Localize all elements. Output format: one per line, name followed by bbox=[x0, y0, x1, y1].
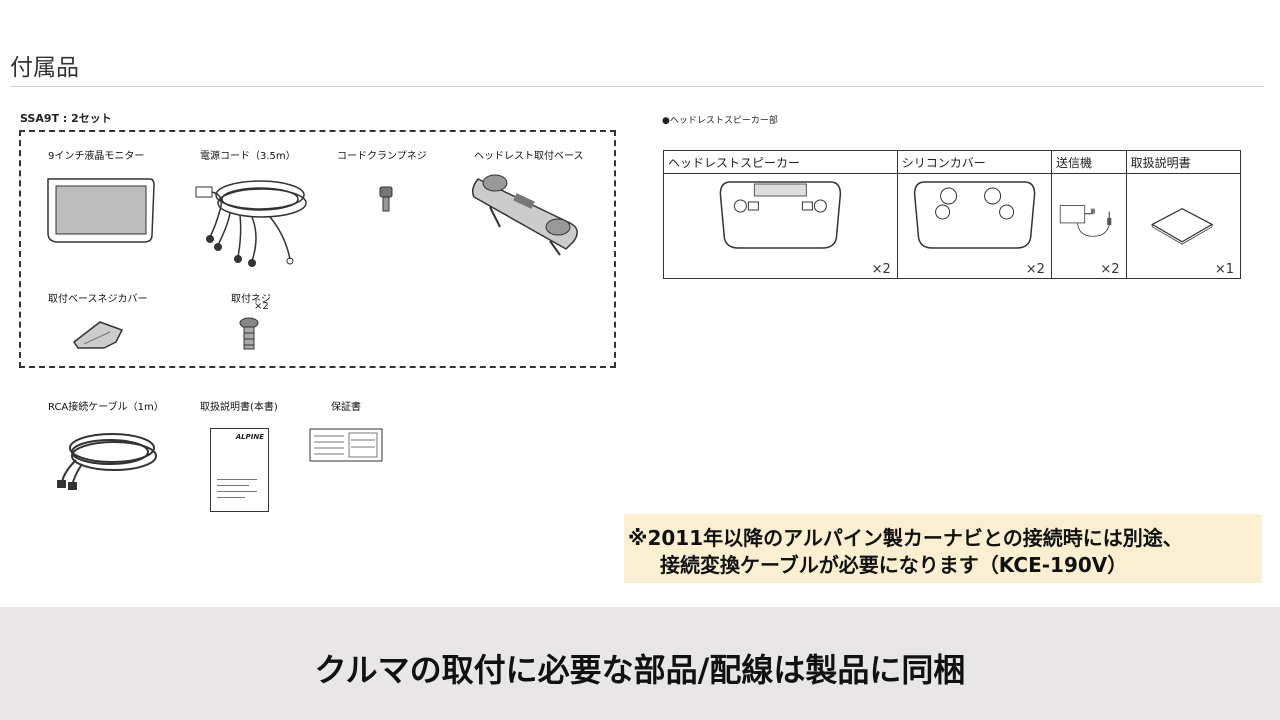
page-title: 付属品 bbox=[10, 55, 79, 81]
transmitter-illustration bbox=[1059, 205, 1112, 237]
clamp-screw-illustration bbox=[379, 186, 393, 212]
title-divider bbox=[10, 86, 1264, 87]
cell-manual: ×1 bbox=[1125, 173, 1242, 279]
item-label-screw-cover: 取付ベースネジカバー bbox=[48, 294, 148, 305]
item-label-mount-base: ヘッドレスト取付ベース bbox=[474, 151, 584, 162]
mount-screw-illustration bbox=[239, 317, 259, 350]
warranty-illustration bbox=[309, 428, 383, 462]
col-header-silicone-cover: シリコンカバー bbox=[896, 150, 1052, 174]
speaker-illustration bbox=[719, 181, 842, 249]
set-contents-box bbox=[19, 130, 616, 368]
set-label: SSA9T : 2セット bbox=[20, 112, 112, 125]
power-cord-illustration bbox=[195, 180, 307, 267]
mount-base-illustration bbox=[471, 174, 578, 256]
cell-silicone-cover: ×2 bbox=[896, 173, 1052, 279]
monitor-illustration bbox=[47, 178, 155, 243]
qty-transmitter: ×2 bbox=[1100, 262, 1120, 277]
col-header-transmitter: 送信機 bbox=[1050, 150, 1127, 174]
qty-manual: ×1 bbox=[1214, 262, 1234, 277]
note-line-2: 接続変換ケーブルが必要になります（KCE-190V） bbox=[660, 553, 1128, 577]
manual-brand: ALPINE bbox=[235, 433, 264, 441]
note-line-1: ※2011年以降のアルパイン製カーナビとの接続時には別途、 bbox=[628, 526, 1183, 550]
qty-speaker: ×2 bbox=[871, 262, 891, 277]
mount-screw-qty: ×2 bbox=[254, 301, 269, 312]
footer-caption: クルマの取付に必要な部品/配線は製品に同梱 bbox=[314, 651, 966, 689]
item-label-manual: 取扱説明書(本書) bbox=[200, 402, 278, 413]
item-label-power-cord: 電源コード（3.5m） bbox=[200, 151, 296, 162]
item-label-mount-screw: 取付ネジ bbox=[231, 294, 271, 305]
footer-band bbox=[0, 607, 1280, 720]
note-box bbox=[624, 514, 1262, 583]
col-header-manual: 取扱説明書 bbox=[1125, 150, 1242, 174]
screw-cover-illustration bbox=[72, 321, 124, 349]
cell-transmitter: ×2 bbox=[1050, 173, 1127, 279]
rca-cable-illustration bbox=[57, 433, 157, 490]
qty-silicone-cover: ×2 bbox=[1025, 262, 1045, 277]
speaker-accessory-table: ヘッドレストスピーカー シリコンカバー 送信機 取扱説明書 ×2 ×2 bbox=[663, 150, 1242, 279]
item-label-rca-cable: RCA接続ケーブル（1m） bbox=[48, 402, 164, 413]
item-label-clamp-screw: コードクランプネジ bbox=[337, 151, 427, 162]
speaker-manual-illustration bbox=[1150, 208, 1213, 245]
col-header-speaker: ヘッドレストスピーカー bbox=[663, 150, 898, 174]
item-label-monitor: 9インチ液晶モニター bbox=[48, 151, 145, 162]
speaker-section-label: ●ヘッドレストスピーカー部 bbox=[662, 116, 778, 126]
silicone-cover-illustration bbox=[913, 181, 1036, 249]
item-label-warranty: 保証書 bbox=[331, 402, 361, 413]
manual-illustration: ALPINE bbox=[210, 428, 269, 512]
cell-speaker: ×2 bbox=[663, 173, 898, 279]
